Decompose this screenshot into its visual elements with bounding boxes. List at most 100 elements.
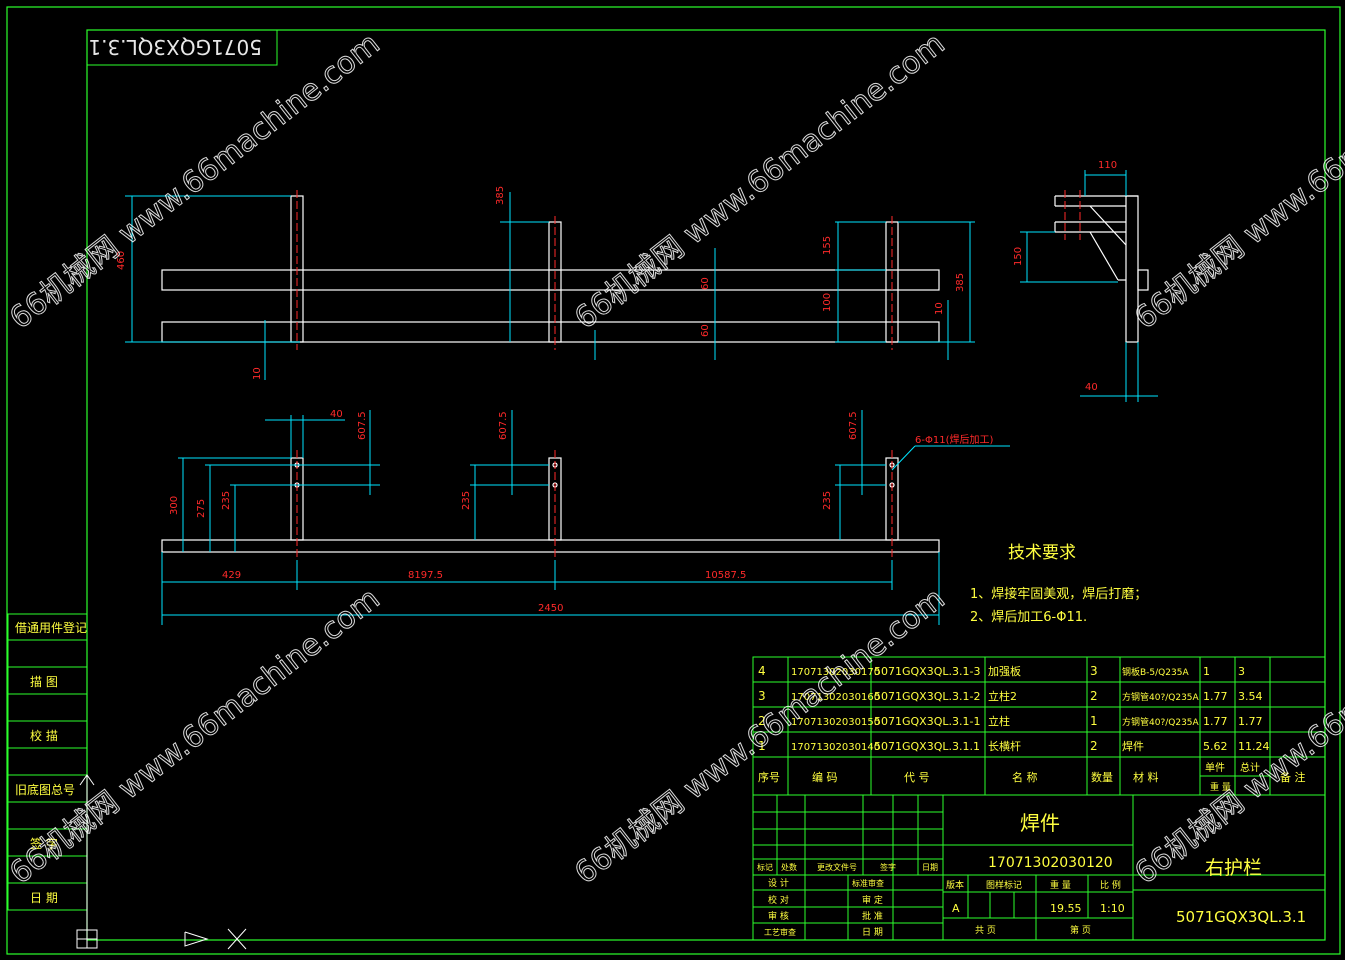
weight-label: 重 量 — [1050, 879, 1071, 891]
approve-b-label: 批 准 — [862, 910, 883, 922]
bom-header-remark: 备 注 — [1280, 770, 1306, 784]
bom-cell-material: 方钢管40?/Q235A — [1122, 691, 1200, 703]
bom-cell-qty: 3 — [1090, 664, 1098, 678]
dim-275: 275 — [196, 499, 207, 518]
dim-110: 110 — [1098, 160, 1117, 171]
review-label: 审 核 — [768, 910, 789, 922]
bom-cell-material: 方钢管40?/Q235A — [1122, 716, 1200, 728]
dim-2450: 2450 — [538, 603, 563, 614]
bom-cell-name: 长横杆 — [988, 739, 1021, 753]
date-label: 日 期 — [862, 927, 883, 938]
bom-cell-qty: 2 — [1090, 689, 1098, 703]
left-strip-1: 描 图 — [30, 675, 58, 689]
bom-cell-total-wt: 3 — [1238, 665, 1245, 678]
front-view-dimensions — [125, 192, 975, 380]
dim-40-plan: 40 — [330, 409, 343, 420]
title-part-name: 右护栏 — [1205, 857, 1262, 879]
bom-cell-part: 5071GQX3QL.3.1-3 — [874, 665, 980, 678]
design-label: 设 计 — [768, 877, 789, 889]
bom-cell-material: 钢板B-5/Q235A — [1122, 666, 1189, 678]
sheet-label: 第 页 — [1070, 924, 1091, 936]
dim-150: 150 — [1013, 247, 1024, 266]
title-drawing-no: 5071GQX3QL.3.1 — [1176, 908, 1306, 926]
dim-429: 429 — [222, 570, 241, 581]
stage-label: 图样标记 — [986, 879, 1022, 891]
bom-cell-part: 5071GQX3QL.3.1-1 — [874, 715, 980, 728]
bom-cell-no: 2 — [758, 714, 766, 728]
bom-cell-qty: 2 — [1090, 739, 1098, 753]
bom-cell-material: 焊件 — [1122, 739, 1144, 753]
bom-row-2: 2 17071302030150 5071GQX3QL.3.1-1 立柱 1 方… — [758, 714, 1263, 728]
bom-header-total: 总计 — [1240, 761, 1260, 774]
side-view-dimensions — [1020, 170, 1158, 402]
left-strip-2: 校 描 — [30, 728, 58, 743]
sheets-label: 共 页 — [975, 925, 996, 936]
bom-header-qty: 数量 — [1091, 771, 1113, 784]
scale-label: 比 例 — [1100, 879, 1121, 891]
bom-header-material: 材 料 — [1133, 770, 1159, 784]
bom-header: 序号 编 码 代 号 名 称 数量 材 料 单件 总计 重 量 备 注 — [758, 761, 1306, 793]
dim-460: 460 — [116, 251, 127, 270]
rev-doc-label: 更改文件号 — [817, 862, 857, 872]
scale-value: 1:10 — [1100, 902, 1125, 915]
bom-cell-qty: 1 — [1090, 714, 1098, 728]
bom-cell-name: 立柱2 — [988, 689, 1017, 703]
ucs-icon — [76, 774, 247, 950]
front-view — [161, 195, 940, 343]
bom-cell-no: 3 — [758, 689, 766, 703]
dim-10-right: 10 — [934, 302, 945, 315]
bom-cell-unit-wt: 5.62 — [1203, 740, 1228, 753]
bom-row-4: 4 17071302030170 5071GQX3QL.3.1-3 加强板 3 … — [758, 664, 1245, 678]
approve-a-label: 审 定 — [862, 894, 883, 906]
bom-cell-unit-wt: 1.77 — [1203, 690, 1228, 703]
dim-235-b: 235 — [461, 491, 472, 510]
watermark-3: 66机械网 www.66machine.com — [1128, 26, 1345, 336]
dim-10-left: 10 — [252, 367, 263, 380]
bom-cell-no: 1 — [758, 739, 766, 753]
plan-view-dimensions — [161, 410, 1010, 625]
rev-sign-label: 签字 — [880, 862, 896, 872]
dim-100: 100 — [822, 293, 833, 312]
tech-req-item2: 2、焊后加工6-Φ11. — [970, 609, 1087, 625]
dim-60-b: 60 — [700, 324, 711, 337]
dim-60-a: 60 — [700, 277, 711, 290]
bom-header-part: 代 号 — [904, 771, 930, 784]
bom-header-name: 名 称 — [1012, 770, 1038, 784]
tech-req-title: 技术要求 — [1008, 543, 1076, 563]
bom-table-frame — [752, 656, 1326, 796]
bom-cell-no: 4 — [758, 664, 766, 678]
dim-235-c: 235 — [822, 491, 833, 510]
bom-cell-code: 17071302030140 — [791, 742, 880, 753]
dim-385-mid: 385 — [495, 186, 506, 205]
bom-header-unit: 单件 — [1205, 762, 1225, 774]
bom-header-no: 序号 — [758, 770, 780, 784]
std-label: 标准审查 — [852, 878, 884, 888]
bom-cell-name: 立柱 — [988, 714, 1010, 728]
bottom-rail — [161, 321, 940, 343]
mirrored-code-box: 5071GQX3QL.3.1 — [86, 29, 278, 66]
bom-cell-code: 17071302030160 — [791, 692, 880, 703]
outer-border — [6, 6, 1341, 955]
dim-300: 300 — [169, 496, 180, 515]
version-value: A — [952, 902, 960, 915]
bom-cell-name: 加强板 — [988, 664, 1021, 678]
left-strip-5: 日 期 — [30, 891, 58, 905]
check-label: 校 对 — [768, 894, 789, 906]
bom-header-weight: 重 量 — [1210, 781, 1231, 793]
bom-cell-code: 17071302030170 — [791, 667, 880, 678]
bom-cell-part: 5071GQX3QL.3.1.1 — [874, 740, 980, 753]
bom-cell-unit-wt: 1.77 — [1203, 715, 1228, 728]
left-strip-frame — [7, 613, 88, 911]
version-label: 版本 — [946, 879, 964, 891]
bom-cell-code: 17071302030150 — [791, 717, 880, 728]
mirrored-drawing-code: 5071GQX3QL.3.1 — [88, 35, 262, 59]
dim-385-right: 385 — [955, 273, 966, 292]
bom-cell-unit-wt: 1 — [1203, 665, 1210, 678]
bom-row-1: 1 17071302030140 5071GQX3QL.3.1.1 长横杆 2 … — [758, 739, 1270, 753]
center-lines-plan — [296, 450, 893, 560]
bom-cell-part: 5071GQX3QL.3.1-2 — [874, 690, 980, 703]
rev-qty-label: 处数 — [781, 862, 797, 872]
left-strip-0: 借通用件登记 — [15, 620, 87, 635]
weight-value: 19.55 — [1050, 902, 1082, 915]
